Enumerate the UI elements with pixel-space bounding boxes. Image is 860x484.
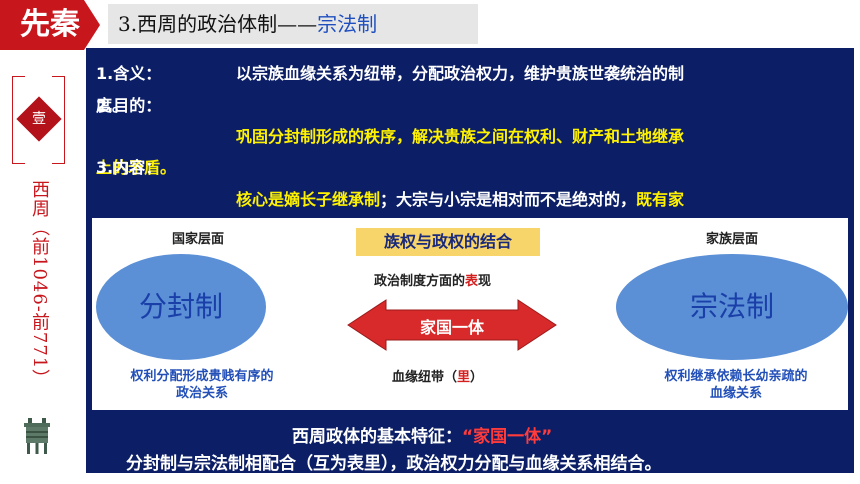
topic-title: 3.西周的政治体制——宗法制: [108, 4, 478, 44]
political-prefix: 政治制度方面的: [374, 274, 466, 289]
category-badge: 先秦: [0, 0, 100, 50]
clan-level-label: 家族层面: [706, 232, 759, 247]
blood-highlight: 里: [457, 370, 471, 385]
content-core: 核心是嫡长子继承制: [236, 190, 381, 209]
purpose-label: 2.目的：: [96, 96, 162, 115]
topic-title-prefix: 3.西周的政治体制——: [118, 12, 318, 36]
content-text: 核心是嫡长子继承制；大宗与小宗是相对而不是绝对的，既有家: [236, 188, 684, 212]
relationship-diagram: 国家层面 家族层面 族权与政权的结合 政治制度方面的表现 家国一体 血缘纽带（里…: [90, 216, 850, 412]
arrow-label: 家国一体: [419, 318, 484, 337]
patriarchal-system-ellipse: 宗法制: [616, 254, 848, 360]
purpose-text: 巩固分封制形成的秩序，解决贵族之间在权利、财产和土地继承: [236, 127, 685, 146]
content-middle: ；大宗与小宗是相对而不是绝对的，: [380, 190, 637, 209]
state-level-label: 国家层面: [172, 232, 225, 247]
patriarchal-system-label: 宗法制: [689, 290, 774, 323]
political-suffix: 现: [478, 274, 492, 289]
purpose-text-end: 上的矛盾。: [96, 158, 177, 177]
topic-title-highlight: 宗法制: [317, 12, 378, 36]
feudal-note-line2: 政治关系: [175, 386, 228, 401]
diagram-title: 族权与政权的结合: [356, 228, 540, 256]
era-label: 西周（前1046-前771）: [29, 180, 50, 389]
political-expression: 政治制度方面的表现: [374, 270, 491, 289]
feudal-note: 权利分配形成贵贱有序的 政治关系: [102, 368, 302, 402]
seal-bracket-right: [52, 76, 65, 164]
bronze-ding-icon: [24, 418, 50, 454]
definition-text: 以宗族血缘关系为纽带，分配政治权力，维护贵族世袭统治的制: [236, 64, 685, 83]
seal-bracket-left: [12, 76, 25, 164]
blood-tie-label: 血缘纽带（里）: [392, 366, 483, 385]
basic-feature: 西周政体的基本特征：“家国一体”: [292, 422, 552, 447]
patriarchal-note: 权利继承依赖长幼亲疏的 血缘关系: [636, 368, 836, 402]
feudal-system-label: 分封制: [138, 290, 223, 323]
content-label: 3.内容：: [96, 158, 162, 177]
basic-feature-prefix: 西周政体的基本特征：: [292, 427, 462, 447]
content-tail: 既有家: [636, 190, 685, 209]
feudal-system-ellipse: 分封制: [96, 254, 266, 360]
double-arrow-icon: [347, 299, 557, 351]
combination-summary: 分封制与宗法制相配合（互为表里），政治权力分配与血缘关系相结合。: [126, 454, 662, 474]
definition-text-end: 度。: [96, 96, 129, 115]
political-highlight: 表: [465, 274, 479, 289]
patriarchal-note-line2: 血缘关系: [709, 386, 762, 401]
patriarchal-note-line1: 权利继承依赖长幼亲疏的: [664, 369, 808, 384]
blood-prefix: 血缘纽带（: [392, 370, 458, 385]
basic-feature-highlight: “家国一体”: [462, 427, 553, 447]
definition-label: 1.含义：: [96, 64, 162, 83]
feudal-note-line1: 权利分配形成贵贱有序的: [130, 369, 274, 384]
seal-char: 壹: [32, 111, 46, 127]
blood-suffix: ）: [470, 370, 484, 385]
